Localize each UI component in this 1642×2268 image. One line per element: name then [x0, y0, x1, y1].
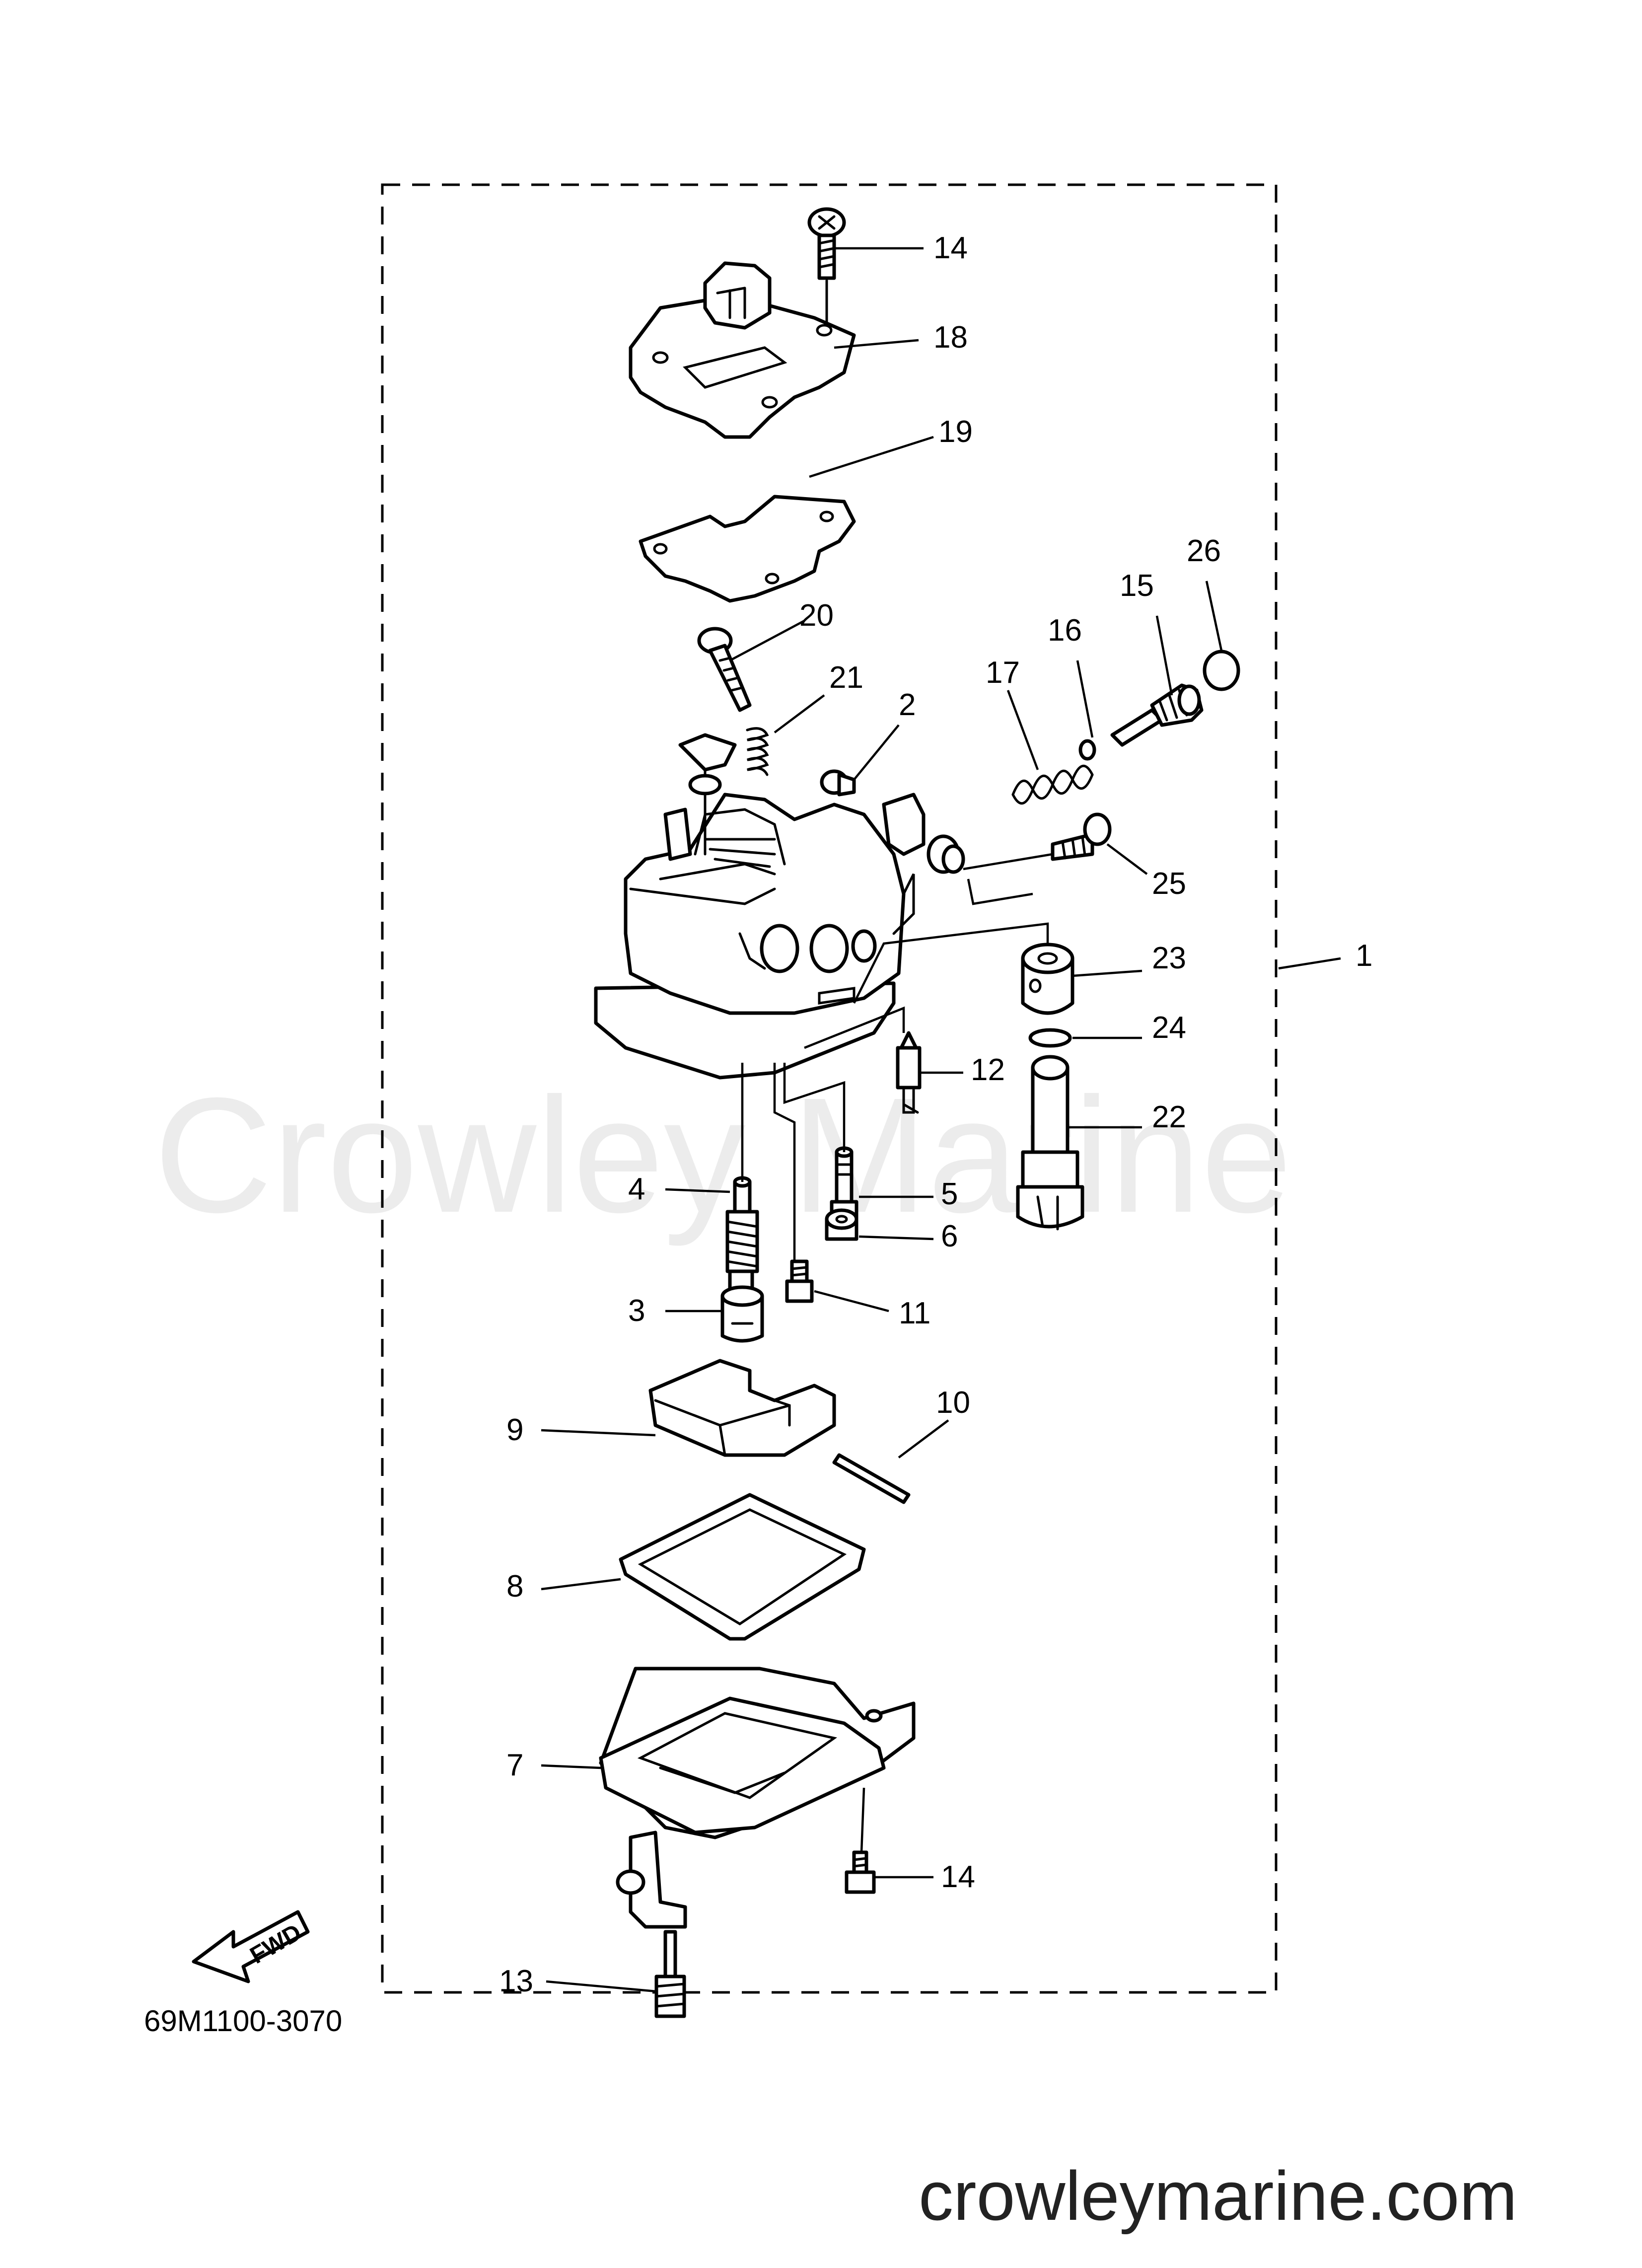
- callout-20: 20: [799, 598, 834, 633]
- callout-18: 18: [933, 320, 968, 355]
- callout-13: 13: [499, 1964, 533, 1998]
- part-23-bushing[interactable]: [1021, 943, 1074, 1015]
- callout-14-bottom: 14: [941, 1860, 975, 1894]
- part-11-screw[interactable]: [785, 1259, 814, 1303]
- part-21-spring[interactable]: [746, 727, 769, 776]
- callout-16: 16: [1048, 613, 1082, 648]
- part-17-spring[interactable]: [1011, 764, 1094, 805]
- assembly-boundary: [381, 183, 1278, 1994]
- part-9-float[interactable]: [648, 1359, 836, 1457]
- callout-26: 26: [1187, 534, 1221, 568]
- part-13-drain-screw[interactable]: [654, 1930, 686, 2018]
- fwd-arrow-icon: FWD: [192, 1910, 310, 1983]
- callout-25: 25: [1152, 867, 1186, 901]
- part-18-cover[interactable]: [629, 261, 856, 439]
- part-8-bowl-gasket[interactable]: [619, 1493, 866, 1641]
- part-6-jet[interactable]: [825, 1208, 858, 1241]
- part-7-float-bowl[interactable]: [599, 1667, 916, 1929]
- callout-5: 5: [941, 1177, 958, 1211]
- callout-6: 6: [941, 1219, 958, 1253]
- callout-24: 24: [1152, 1011, 1186, 1045]
- callout-1: 1: [1356, 939, 1372, 973]
- callout-labels: 14 18 19 20 21 2 17 16 15 26 25 23 24 22…: [499, 231, 1372, 1998]
- part-12-needle-valve[interactable]: [896, 1031, 922, 1114]
- part-3-jet-holder[interactable]: [720, 1269, 764, 1343]
- part-16-o-ring[interactable]: [1078, 739, 1096, 761]
- part-19-gasket[interactable]: [639, 495, 856, 603]
- callout-12: 12: [971, 1053, 1005, 1087]
- part-14-screw-bottom[interactable]: [845, 1850, 876, 1894]
- part-20-screw[interactable]: [697, 627, 752, 712]
- part-10-pin[interactable]: [832, 1453, 911, 1504]
- part-24-o-ring[interactable]: [1028, 1028, 1072, 1048]
- website-url[interactable]: crowleymarine.com: [919, 2157, 1517, 2235]
- part-14-screw-top[interactable]: [807, 207, 846, 324]
- callout-9: 9: [506, 1413, 523, 1447]
- part-15-pilot-screw[interactable]: [1110, 683, 1204, 747]
- callout-8: 8: [506, 1569, 523, 1604]
- callout-17: 17: [986, 656, 1020, 690]
- callout-11: 11: [899, 1296, 930, 1330]
- callout-3: 3: [628, 1294, 645, 1328]
- watermark: Crowley Marine: [154, 1063, 1292, 1247]
- callout-7: 7: [506, 1748, 523, 1782]
- part-2-screw[interactable]: [820, 769, 856, 797]
- leader-lines: [541, 247, 1341, 1993]
- diagram-code: 69M1100-3070: [144, 2004, 342, 2038]
- part-25-screw[interactable]: [1051, 812, 1112, 861]
- callout-2: 2: [899, 688, 916, 722]
- callout-19: 19: [938, 415, 973, 449]
- callout-4: 4: [628, 1172, 645, 1206]
- part-26-cap[interactable]: [1203, 650, 1240, 691]
- callout-15: 15: [1120, 569, 1154, 603]
- callout-21: 21: [829, 660, 863, 695]
- callout-23: 23: [1152, 941, 1186, 975]
- callout-14-top: 14: [933, 231, 968, 265]
- part-22-plunger[interactable]: [1016, 1055, 1084, 1231]
- callout-22: 22: [1152, 1100, 1186, 1134]
- part-1-carburetor-body[interactable]: [594, 733, 965, 1080]
- callout-10: 10: [936, 1386, 970, 1420]
